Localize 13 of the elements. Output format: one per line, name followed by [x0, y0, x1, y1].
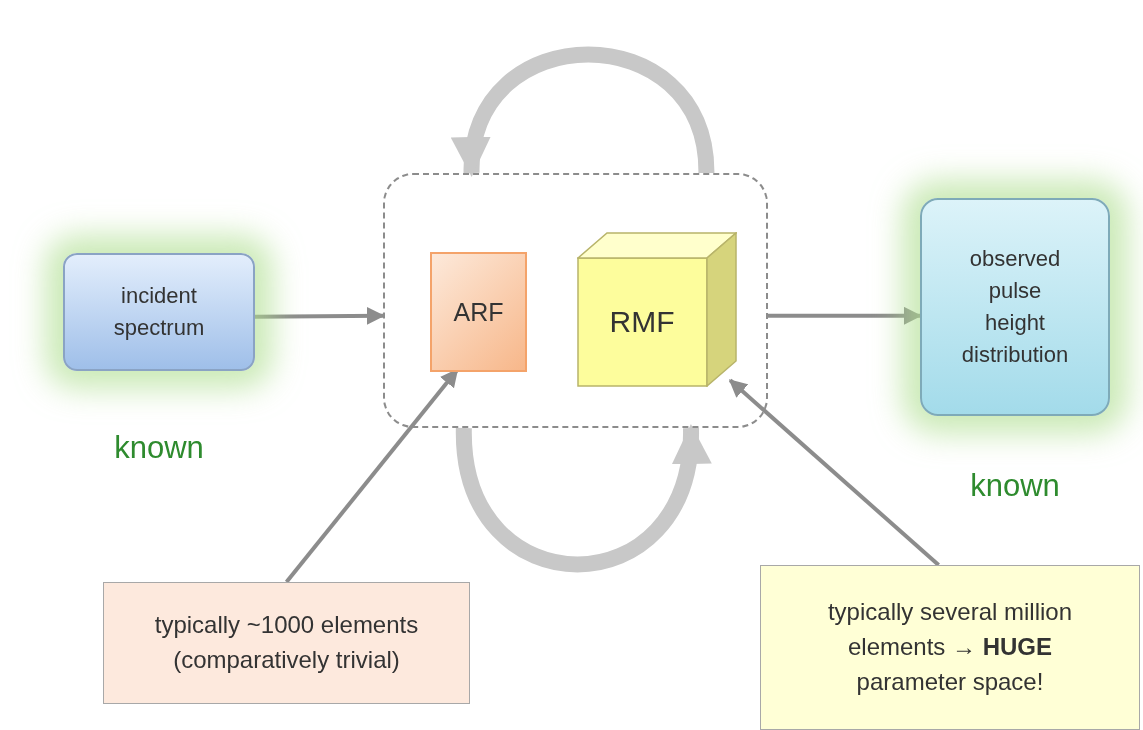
note-box [760, 565, 1140, 730]
node-label: incident spectrum [112, 282, 206, 342]
arrow [255, 306, 385, 325]
caption-text: known [113, 430, 205, 466]
node-label: ARF [453, 296, 504, 328]
node-label: observed pulse height distribution [961, 245, 1069, 369]
arrow [768, 306, 922, 325]
node-label: typically ~1000 elements (comparatively trivial) [153, 610, 420, 675]
node-label: typically several million elements → HUGE parameter space! [826, 597, 1074, 697]
arrow [728, 378, 940, 567]
note-box [103, 582, 470, 704]
caption-text: known [969, 468, 1061, 504]
process-box [430, 252, 527, 372]
